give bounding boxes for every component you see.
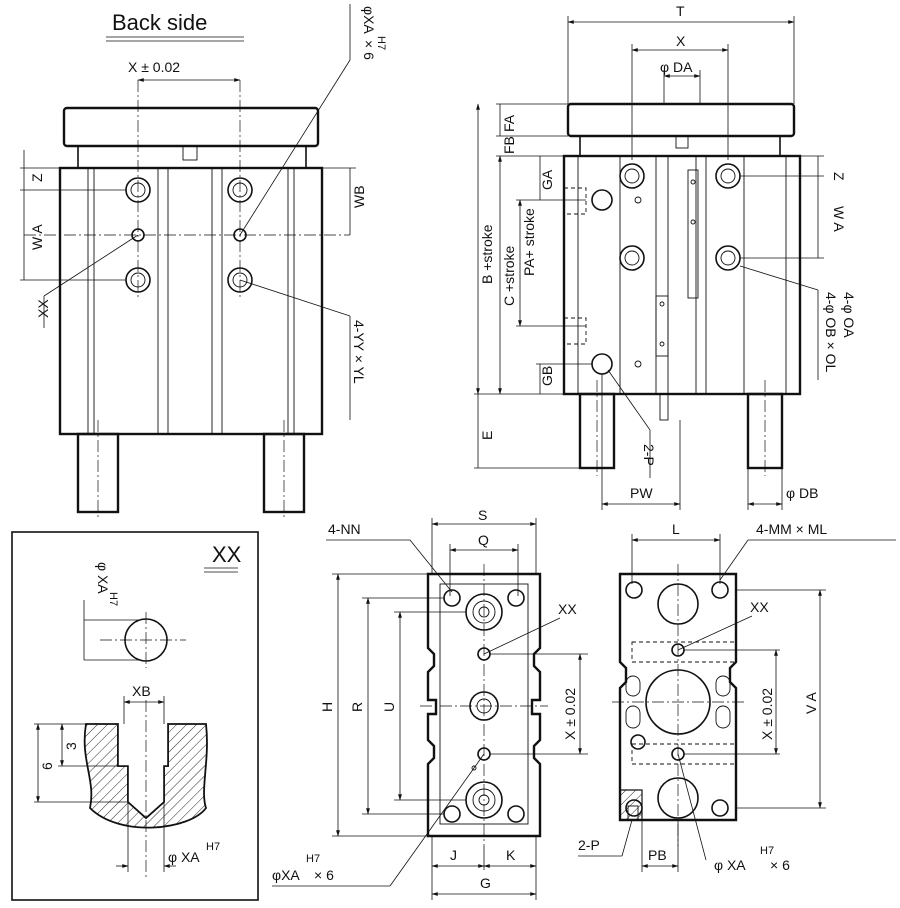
phi-db-label: φ DB (786, 485, 818, 501)
fa-label: FA (501, 114, 517, 132)
yy-yl-label: 4-YY × YL (351, 320, 367, 384)
wb-label: WB (351, 185, 367, 208)
x6-label-2: × 6 (314, 867, 334, 883)
xb-label: XB (132, 683, 151, 699)
t-label: T (676, 3, 685, 19)
pw-label: PW (630, 485, 653, 501)
h7-sup-3: H7 (206, 841, 220, 853)
xx-leader-label-2: XX (558, 601, 577, 617)
g-label: G (480, 875, 491, 891)
r-label: R (349, 702, 365, 712)
x-tolerance-label: X ± 0.02 (128, 59, 180, 75)
z-left-label: Z (29, 173, 45, 182)
q-label: Q (478, 532, 489, 548)
va-label: V A (803, 692, 819, 714)
phi-ob-ol-label: 4-φ OB × OL (823, 292, 839, 372)
side-view: S Q H R U X (272, 507, 588, 900)
mm-ml-label: 4-MM × ML (756, 521, 827, 537)
xx-leader-label-3: XX (750, 599, 769, 615)
x6-label-3: × 6 (770, 857, 790, 873)
wa-left-label: W A (29, 224, 45, 250)
pb-label: PB (648, 847, 667, 863)
dim-6-label: 6 (39, 762, 55, 770)
e-label: E (479, 431, 495, 440)
phi-xa-detail-top: φ XA (95, 562, 111, 594)
h7-sup-4: H7 (306, 853, 320, 865)
xx-leader-label-1: XX (35, 299, 51, 318)
pa-stroke-label: PA+ stroke (521, 208, 537, 276)
h7-sup-2: H7 (107, 592, 119, 606)
x-tol-end-label: X ± 0.02 (759, 688, 775, 740)
fb-label: FB (501, 136, 517, 154)
phi-xa-detail-bottom: φ XA (168, 849, 200, 865)
two-p-end-label: 2-P (578, 837, 600, 853)
phi-oa-label: 4-φ OA (841, 292, 857, 338)
b-stroke-label: B +stroke (479, 224, 495, 284)
h7-sup-1: H7 (375, 36, 387, 50)
phi-xa-side-label: φXA (361, 6, 377, 34)
h-label: H (319, 702, 335, 712)
x-label: X (676, 33, 686, 49)
k-label: K (506, 847, 516, 863)
c-stroke-label: C +stroke (501, 245, 517, 306)
xx-detail-view: XX φ XA H7 XB 3 6 φ XA H7 (11, 531, 259, 901)
phi-da-label: φ DA (660, 59, 693, 75)
wa-right-label: W A (831, 206, 847, 232)
j-label: J (450, 847, 457, 863)
two-p-front-label: 2-P (641, 444, 657, 466)
h7-sup-5: H7 (760, 845, 774, 857)
four-nn-label: 4-NN (328, 521, 361, 537)
x-tol-side-label: X ± 0.02 (562, 688, 578, 740)
s-label: S (478, 507, 487, 523)
x6-label-1: × 6 (361, 40, 377, 60)
dim-3-label: 3 (63, 742, 79, 750)
z-right-label: Z (831, 172, 847, 181)
gb-label: GB (539, 366, 555, 386)
u-label: U (381, 702, 397, 712)
phi-xa-side-bottom: φXA (272, 867, 300, 883)
front-view: T X φ DA (474, 3, 857, 510)
end-view: L 4-MM × ML XX (578, 521, 896, 873)
back-side-view: Back side X ± 0.02 (20, 4, 387, 518)
ga-label: GA (539, 169, 555, 190)
phi-xa-end-bottom: φ XA (714, 857, 746, 873)
xx-detail-title: XX (212, 542, 242, 567)
back-side-title: Back side (112, 10, 207, 35)
l-label: L (672, 521, 680, 537)
